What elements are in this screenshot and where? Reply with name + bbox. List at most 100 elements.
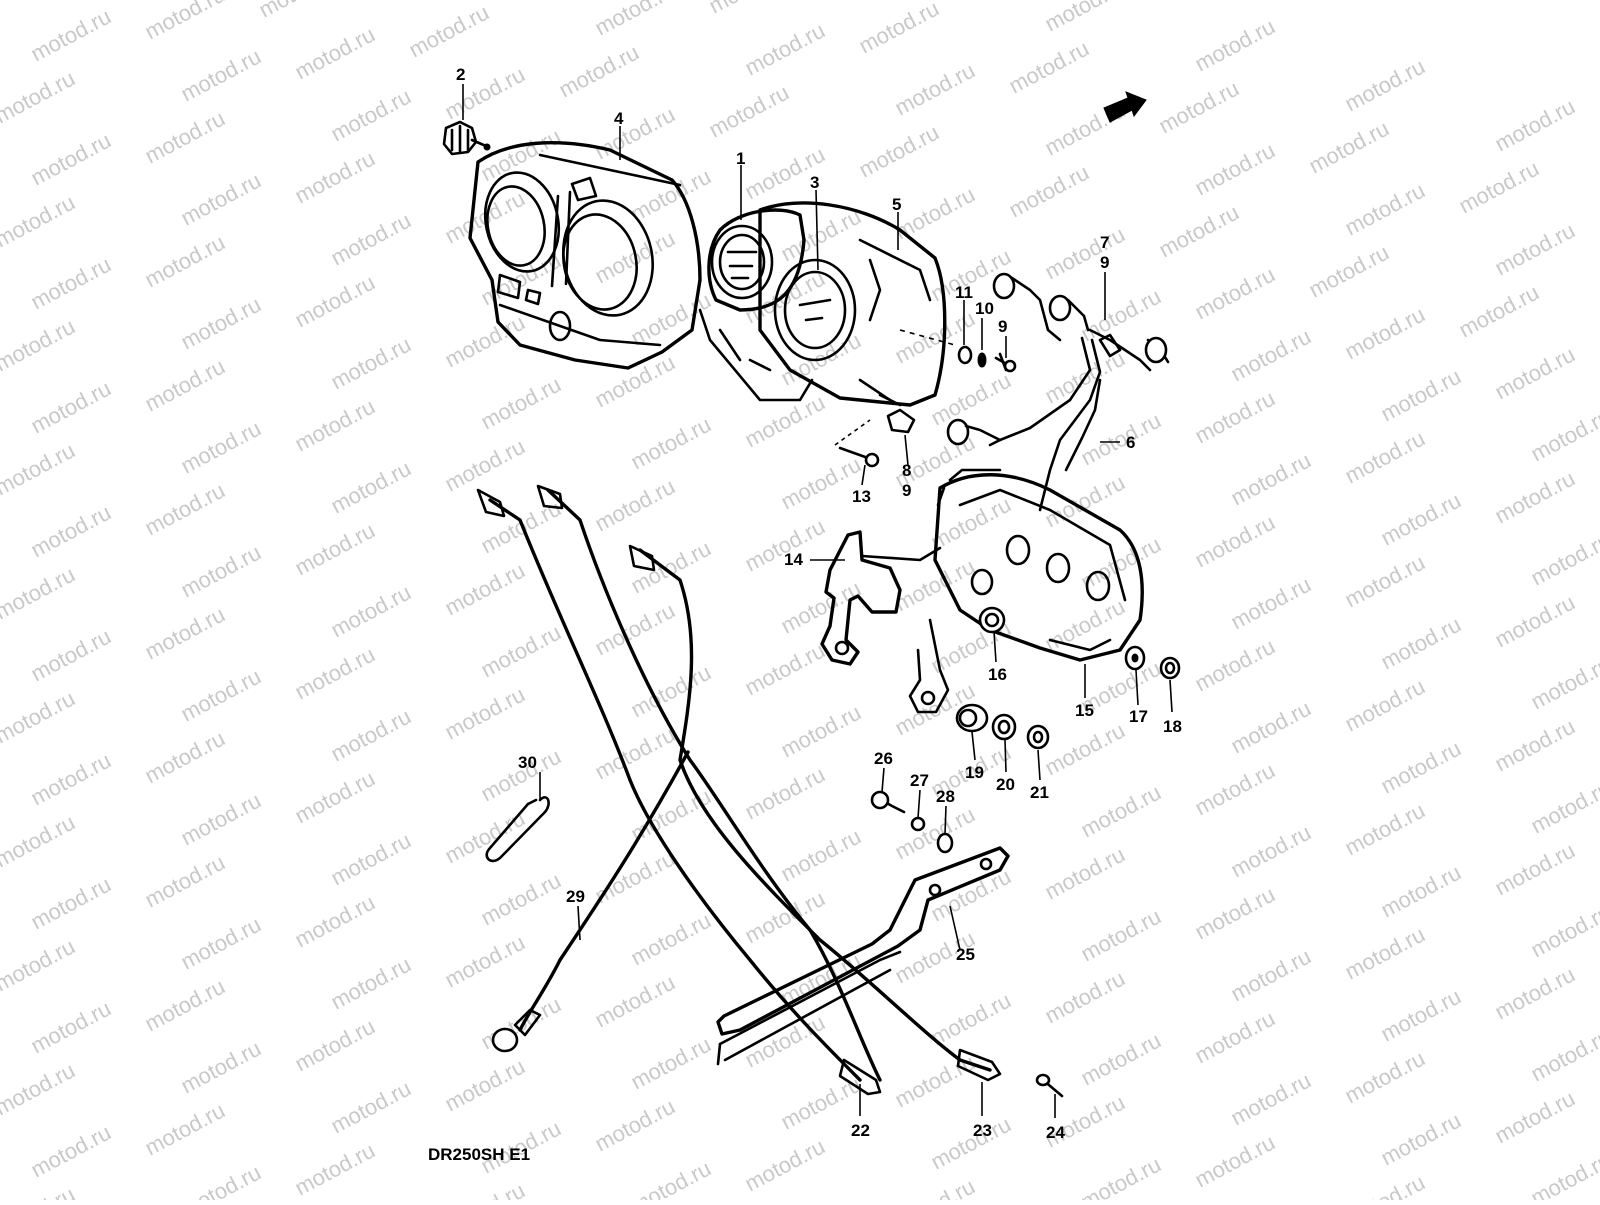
callout-16: 16 (988, 665, 1007, 684)
watermark-text: motod.ru (1491, 590, 1579, 653)
watermark-text: motod.ru (27, 128, 115, 191)
watermark-text: motod.ru (1527, 404, 1600, 467)
watermark-text: motod.ru (1191, 634, 1279, 697)
watermark-text: motod.ru (27, 376, 115, 439)
callout-11: 10 (975, 299, 994, 318)
watermark-text: motod.ru (177, 540, 265, 603)
callout-29: 29 (566, 887, 585, 906)
watermark-text: motod.ru (291, 642, 379, 705)
watermark-text: motod.ru (327, 580, 415, 643)
watermark-text: motod.ru (1077, 1152, 1165, 1200)
callout-26: 26 (874, 749, 893, 768)
watermark-text: motod.ru (741, 638, 829, 701)
watermark-text: motod.ru (27, 500, 115, 563)
watermark-text: motod.ru (1227, 944, 1315, 1007)
watermark-text: motod.ru (1155, 76, 1243, 139)
callout-17: 17 (1129, 707, 1148, 726)
watermark-text: motod.ru (1041, 1090, 1129, 1153)
watermark-text: motod.ru (291, 1138, 379, 1200)
watermark-text: motod.ru (1491, 466, 1579, 529)
watermark-text: motod.ru (141, 974, 229, 1037)
watermark-text: motod.ru (441, 434, 529, 497)
watermark-text: motod.ru (927, 988, 1015, 1051)
callout-12: 11 (955, 283, 973, 302)
watermark-text: motod.ru (291, 146, 379, 209)
watermark-text: motod.ru (1077, 904, 1165, 967)
watermark-text: motod.ru (441, 806, 529, 869)
watermark-text: motod.ru (1377, 860, 1465, 923)
watermark-text: motod.ru (591, 1094, 679, 1157)
watermark-text: motod.ru (1491, 94, 1579, 157)
watermark-text: motod.ru (0, 1058, 79, 1121)
part-16-grommet (980, 608, 1004, 632)
watermark-text: motod.ru (177, 664, 265, 727)
watermark-text: motod.ru (477, 868, 565, 931)
watermark-text: motod.ru (1377, 612, 1465, 675)
watermark-text: motod.ru (441, 558, 529, 621)
watermark-text: motod.ru (1191, 1130, 1279, 1193)
callout-4: 4 (614, 109, 624, 128)
watermark-text: motod.ru (705, 0, 793, 18)
watermark-text: motod.ru (777, 948, 865, 1011)
watermark-text: motod.ru (627, 1156, 715, 1200)
part-24-screw (1037, 1075, 1062, 1096)
watermark-text: motod.ru (1005, 160, 1093, 223)
watermark-text: motod.ru (0, 0, 79, 4)
watermark-text: motod.ru (555, 40, 643, 103)
callout-30: 30 (518, 753, 537, 772)
watermark-text: motod.ru (177, 292, 265, 355)
watermark-text: motod.ru (1527, 776, 1600, 839)
watermark-text: motod.ru (477, 496, 565, 559)
watermark-text: motod.ru (855, 0, 943, 58)
watermark-text: motod.ru (27, 624, 115, 687)
watermark-text: motod.ru (177, 168, 265, 231)
watermark-text: motod.ru (141, 354, 229, 417)
watermark-text: motod.ru (1191, 758, 1279, 821)
watermark-text: motod.ru (1191, 510, 1279, 573)
watermark-text: motod.ru (1305, 116, 1393, 179)
callout-13: 13 (852, 487, 871, 506)
watermark-text: motod.ru (177, 1036, 265, 1099)
watermark-text: motod.ru (1491, 218, 1579, 281)
watermark-text: motod.ru (1191, 1006, 1279, 1069)
watermark-text: motod.ru (1455, 156, 1543, 219)
watermark-text: motod.ru (1527, 1024, 1600, 1087)
watermark-text: motod.ru (1341, 550, 1429, 613)
watermark-text: motod.ru (141, 230, 229, 293)
watermark-text: motod.ru (327, 332, 415, 395)
watermark-text: motod.ru (777, 700, 865, 763)
watermark-text: motod.ru (1377, 364, 1465, 427)
watermark-text: motod.ru (141, 1098, 229, 1161)
watermark-text: motod.ru (1041, 594, 1129, 657)
watermark-text: motod.ru (291, 890, 379, 953)
watermark-text: motod.ru (855, 120, 943, 183)
watermark-text: motod.ru (1455, 280, 1543, 343)
watermark-text: motod.ru (1227, 820, 1315, 883)
watermark-text: motod.ru (705, 80, 793, 143)
callout-25: 25 (956, 945, 975, 964)
callout-8: 8 (902, 461, 911, 480)
watermark-text: motod.ru (591, 0, 679, 40)
watermark-text: motod.ru (27, 872, 115, 935)
callout-28: 28 (936, 787, 955, 806)
watermark-text: motod.ru (177, 416, 265, 479)
watermark-text: motod.ru (591, 474, 679, 537)
watermark-text: motod.ru (477, 992, 565, 1055)
watermark-text: motod.ru (327, 84, 415, 147)
watermark-text: motod.ru (327, 456, 415, 519)
callout-22: 22 (851, 1121, 870, 1140)
watermark-text: motod.ru (477, 372, 565, 435)
watermark-text: motod.ru (1527, 652, 1600, 715)
watermark-text: motod.ru (1227, 448, 1315, 511)
callout-14: 14 (784, 550, 803, 569)
watermark-text: motod.ru (1341, 922, 1429, 985)
watermark-text: motod.ru (0, 562, 79, 625)
watermark-text: motod.ru (177, 44, 265, 107)
watermark-text: motod.ru (441, 930, 529, 993)
watermark-text: motod.ru (291, 22, 379, 85)
watermark-text: motod.ru (1077, 284, 1165, 347)
watermark-text: motod.ru (741, 18, 829, 81)
watermark-text: motod.ru (327, 704, 415, 767)
watermark-text: motod.ru (1191, 262, 1279, 325)
callout-24: 24 (1046, 1123, 1065, 1142)
